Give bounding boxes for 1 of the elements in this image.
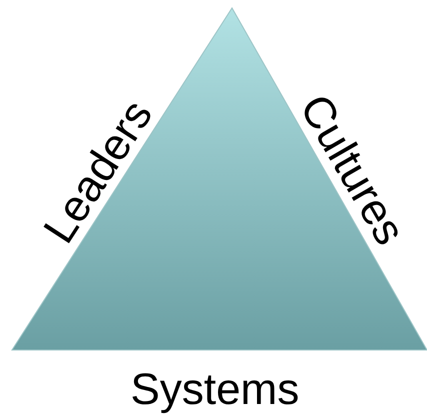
side-label: Systems xyxy=(130,368,300,412)
